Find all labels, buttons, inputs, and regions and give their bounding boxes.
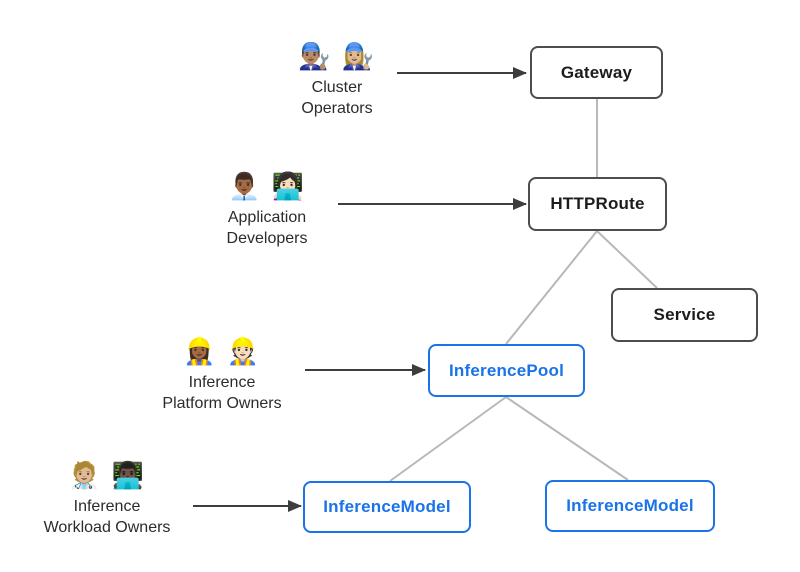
edge-inferencepool-inferencemodel-2 <box>505 396 629 481</box>
edge-inferencepool-inferencemodel-1 <box>389 396 507 482</box>
node-gateway-label: Gateway <box>560 62 633 82</box>
developer-emoji-icons: 👨🏾‍💼 👩🏻‍💻 <box>228 171 306 201</box>
persona-cluster-operators-label: Cluster Operators <box>301 78 373 117</box>
node-inferencemodel-1: InferenceModel <box>303 481 471 533</box>
node-inferencepool: InferencePool <box>428 344 585 397</box>
node-httproute: HTTPRoute <box>528 177 667 231</box>
persona-cluster-operators: 👨🏽‍🔧 👩🏼‍🔧 Cluster Operators <box>257 41 417 119</box>
node-gateway: Gateway <box>530 46 663 99</box>
persona-inference-workload-owners: 🧑🏼‍⚕️ 👨🏿‍💻 Inference Workload Owners <box>12 460 202 538</box>
workload-owner-emoji-icons: 🧑🏼‍⚕️ 👨🏿‍💻 <box>68 460 146 490</box>
persona-inference-workload-owners-label: Inference Workload Owners <box>43 497 171 536</box>
node-service: Service <box>611 288 758 342</box>
edge-httproute-inferencepool <box>505 230 598 345</box>
node-httproute-label: HTTPRoute <box>550 194 645 213</box>
edge-httproute-service <box>596 230 658 289</box>
persona-inference-platform-owners: 👷🏾‍♀️ 👷🏻 Inference Platform Owners <box>127 336 317 414</box>
persona-inference-platform-owners-label: Inference Platform Owners <box>162 373 282 412</box>
node-inferencepool-label: InferencePool <box>448 360 565 380</box>
node-service-label: Service <box>653 305 716 324</box>
node-inferencemodel-2-label: InferenceModel <box>566 496 694 515</box>
mechanic-emoji-icons: 👨🏽‍🔧 👩🏼‍🔧 <box>298 41 376 71</box>
construction-worker-emoji-icons: 👷🏾‍♀️ 👷🏻 <box>183 336 261 366</box>
persona-application-developers-label: Application Developers <box>226 208 308 247</box>
node-inferencemodel-1-label: InferenceModel <box>323 497 451 516</box>
persona-application-developers: 👨🏾‍💼 👩🏻‍💻 Application Developers <box>187 171 347 249</box>
node-inferencemodel-2: InferenceModel <box>545 480 715 532</box>
